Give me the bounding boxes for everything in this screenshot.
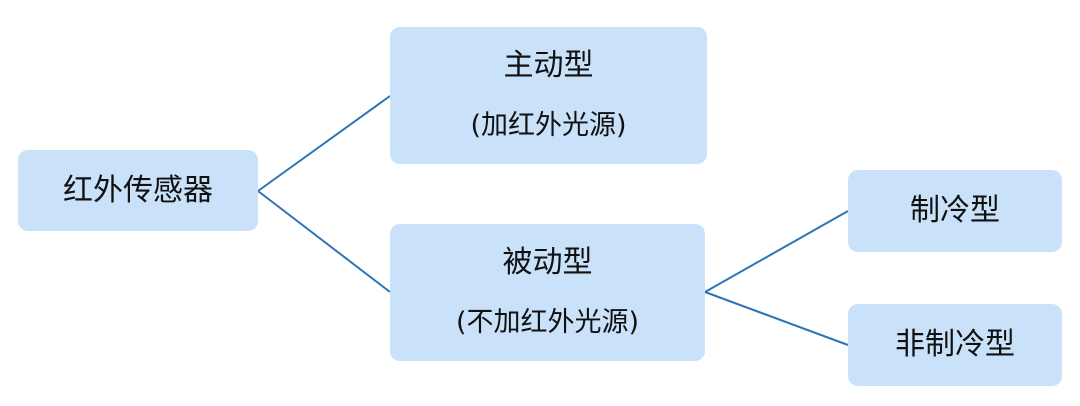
node-passive-type-label: 被动型: [502, 245, 593, 281]
node-uncooled-type: 非制冷型: [848, 304, 1062, 386]
connector-passive-to-uncooled: [704, 291, 849, 346]
node-active-type: 主动型 (加红外光源): [390, 27, 707, 164]
node-cooled-type-label: 制冷型: [910, 193, 1000, 228]
node-active-type-label: 主动型: [503, 48, 594, 84]
node-cooled-type: 制冷型: [848, 170, 1062, 252]
node-uncooled-type-label: 非制冷型: [895, 327, 1015, 362]
connector-passive-to-cooled: [704, 210, 849, 293]
connector-root-to-passive: [257, 190, 391, 293]
node-infrared-sensor-label: 红外传感器: [63, 172, 213, 208]
node-active-type-sublabel: (加红外光源): [470, 110, 627, 142]
node-passive-type-sublabel: (不加红外光源): [455, 307, 640, 339]
connector-root-to-active: [257, 95, 391, 192]
node-infrared-sensor: 红外传感器: [18, 150, 258, 231]
node-passive-type: 被动型 (不加红外光源): [390, 224, 705, 361]
